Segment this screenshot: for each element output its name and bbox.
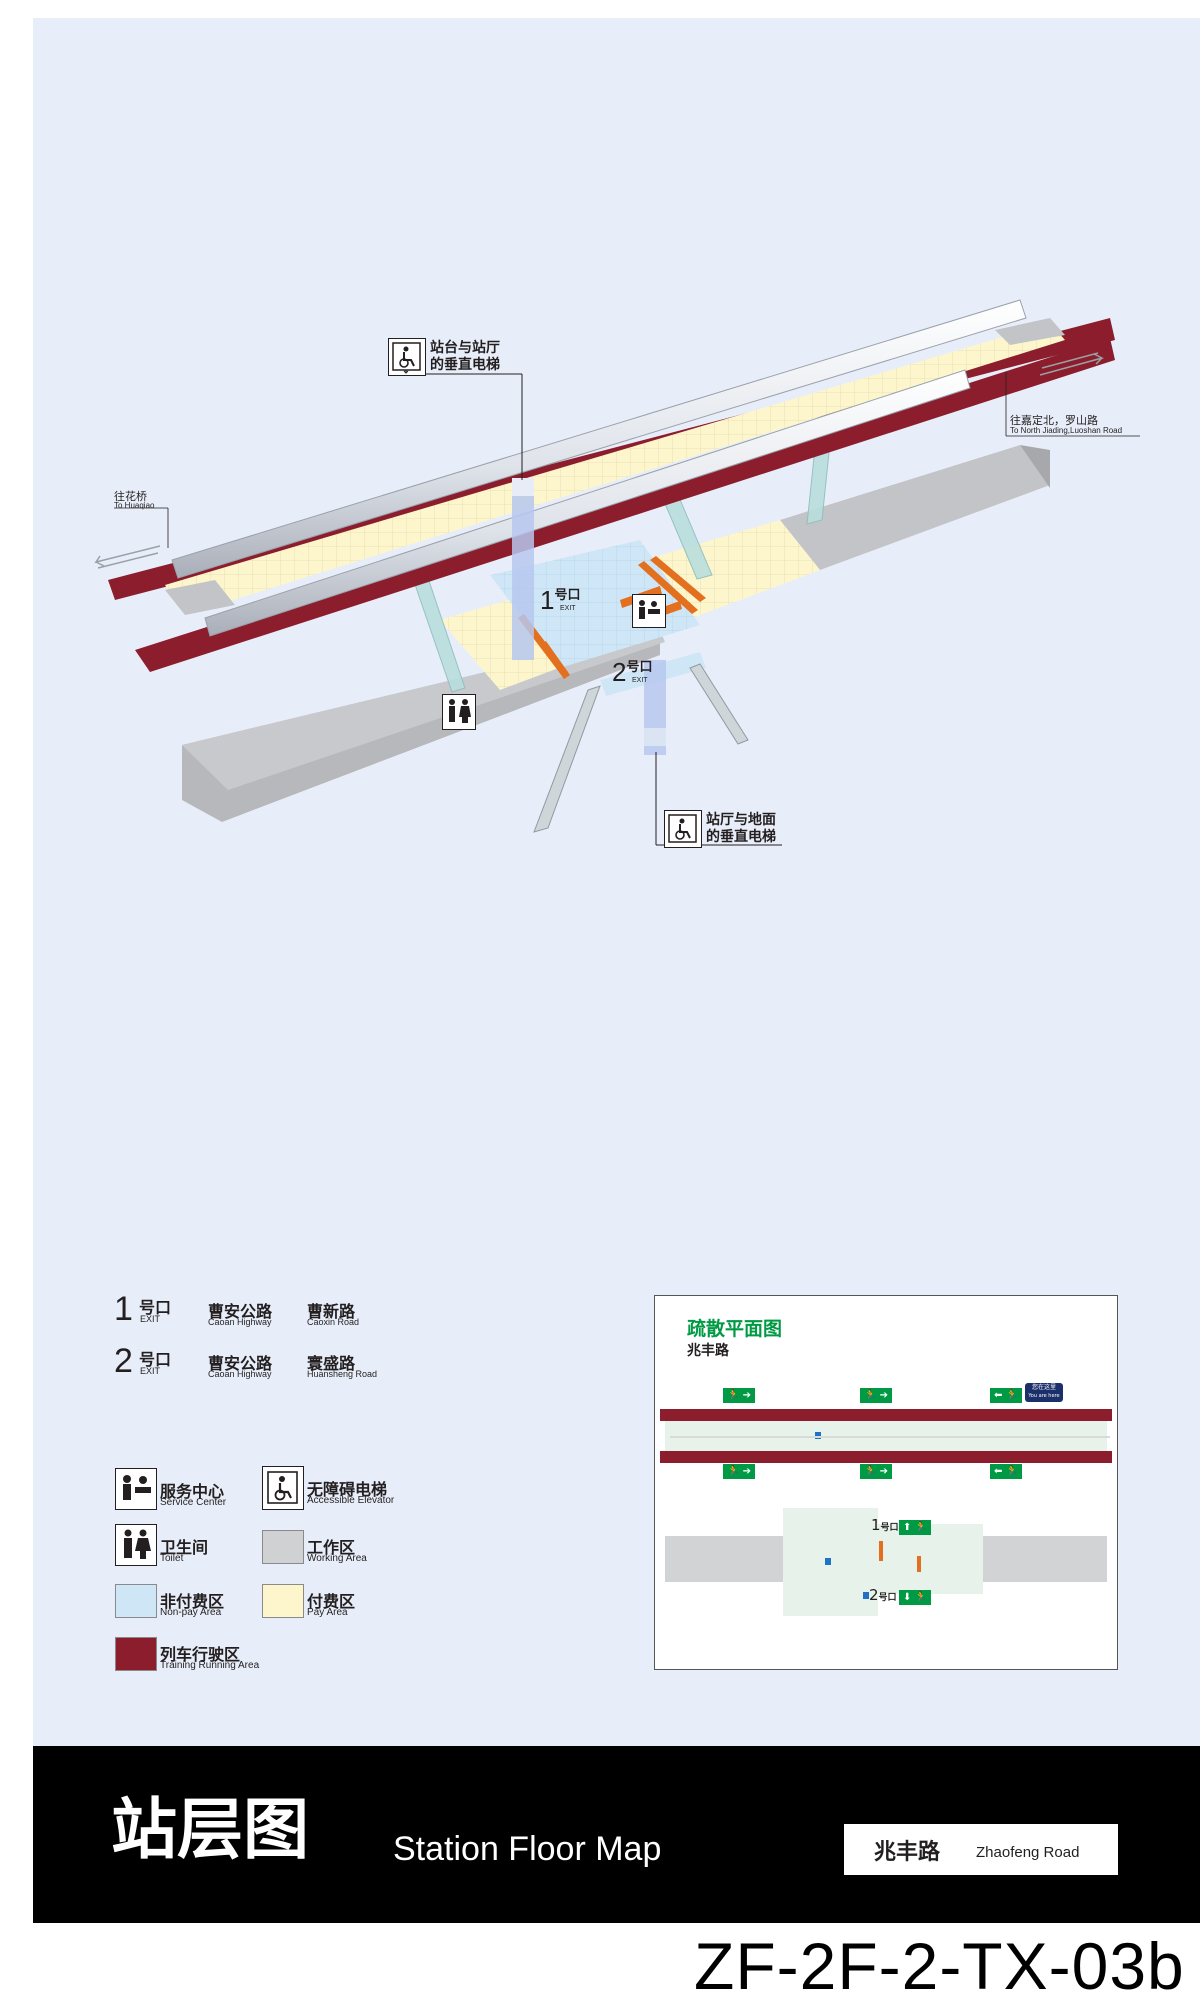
- callout-ground-line2: 的垂直电梯: [706, 829, 776, 845]
- legend-elevator-en: Accessible Elevator: [307, 1495, 395, 1506]
- legend-working-en: Working Area: [307, 1553, 367, 1564]
- exit-sign-icon: ⬅ 🏃: [990, 1388, 1022, 1403]
- exit-sign-icon: ⬇ 🏃: [899, 1590, 931, 1605]
- evac-title: 疏散平面图: [687, 1318, 783, 1340]
- callout-ground-line1: 站厅与地面: [706, 812, 776, 828]
- legend-working-cn: 工作区: [307, 1538, 356, 1557]
- toilet-icon: [115, 1524, 157, 1566]
- exit-1-road1-en: Caoan Highway: [208, 1317, 272, 1327]
- exit-2-label: 2号口 EXIT: [612, 657, 653, 687]
- legend-running-en: Training Running Area: [160, 1660, 260, 1671]
- train-upper: [171, 299, 1027, 579]
- concourse-working-area-right: [780, 445, 1050, 570]
- direction-right-en: To North Jiading,Luoshan Road: [1010, 426, 1123, 435]
- platform-pay-area: [165, 323, 1065, 615]
- station-name-box: 兆丰路 Zhaofeng Road: [844, 1824, 1118, 1875]
- legend-nonpay-en: Non-pay Area: [160, 1607, 222, 1618]
- footer-title-en: Station Floor Map: [393, 1830, 662, 1868]
- station-name-cn: 兆丰路: [874, 1840, 941, 1865]
- exit-1-road2-cn: 曹新路: [307, 1302, 356, 1321]
- track-lower: [135, 338, 1115, 672]
- exit-2-road2-en: Huansheng Road: [307, 1369, 378, 1379]
- elevator-shaft-ground: [644, 660, 666, 755]
- escalators-concourse: [518, 556, 706, 679]
- platform-working-left: [165, 580, 235, 615]
- exit-2-entry: 2 号口 EXIT: [114, 1342, 172, 1380]
- service-center-icon: [632, 594, 666, 628]
- legend-service-cn: 服务中心: [160, 1482, 225, 1501]
- legend-nonpay-cn: 非付费区: [160, 1592, 225, 1611]
- legend-running-swatch: [115, 1637, 157, 1671]
- exit-2-road1-en: Caoan Highway: [208, 1369, 272, 1379]
- evac-station: 兆丰路: [687, 1343, 729, 1359]
- callout-platform-line2: 的垂直电梯: [430, 357, 500, 373]
- legend-pay-swatch: [262, 1584, 304, 1618]
- accessible-elevator-icon: [664, 810, 702, 848]
- legend-pay-cn: 付费区: [307, 1592, 356, 1611]
- footer-bar: 站层图 Station Floor Map: [33, 1746, 1200, 1923]
- legend-toilet-cn: 卫生间: [160, 1538, 209, 1557]
- legend-running-cn: 列车行驶区: [160, 1645, 241, 1664]
- legend-elevator-cn: 无障碍电梯: [307, 1480, 388, 1499]
- map-code: ZF-2F-2-TX-03b: [694, 1929, 1185, 2003]
- evac-exit-1-label: 1号口: [871, 1516, 899, 1534]
- exit-1-road1-cn: 曹安公路: [208, 1302, 273, 1321]
- legend-nonpay-swatch: [115, 1584, 157, 1618]
- footer-title-cn: 站层图: [111, 1791, 309, 1868]
- evac-exit-2-label: 2号口: [869, 1586, 897, 1604]
- exit-2-road1-cn: 曹安公路: [208, 1354, 273, 1373]
- exit-sign-icon: 🏃 ➔: [723, 1388, 755, 1403]
- station-name-en: Zhaofeng Road: [976, 1844, 1080, 1861]
- elevator-shaft-platform: [512, 478, 534, 660]
- legend-pay-en: Pay Area: [307, 1607, 348, 1618]
- toilet-icon: [442, 694, 476, 730]
- accessible-elevator-icon: [388, 338, 426, 376]
- evac-plan-drawing: [660, 1409, 1112, 1616]
- train-lower: [204, 369, 971, 637]
- exit-sign-icon: ⬆ 🏃: [899, 1520, 931, 1535]
- direction-left-en: To Huaqiao: [114, 501, 155, 510]
- direction-arrow-right: [1039, 352, 1105, 376]
- exit-1-road2-en: Caoxin Road: [307, 1317, 360, 1327]
- direction-right-cn: 往嘉定北，罗山路: [1010, 414, 1098, 427]
- legend-working-swatch: [262, 1530, 304, 1564]
- concourse-working-area-left: [182, 630, 665, 822]
- platform-working-right: [995, 318, 1065, 345]
- exit-1-label: 1号口 EXIT: [540, 585, 581, 615]
- legend-service-en: Service Center: [160, 1497, 227, 1508]
- exit-sign-icon: 🏃 ➔: [860, 1464, 892, 1479]
- direction-left-cn: 往花桥: [114, 490, 147, 503]
- exit-2-road2-cn: 寰盛路: [307, 1354, 356, 1373]
- exit-sign-icon: 🏃 ➔: [860, 1388, 892, 1403]
- station-3d-diagram: [94, 299, 1140, 846]
- exit-sign-icon: ⬅ 🏃: [990, 1464, 1022, 1479]
- exit-sign-icon: 🏃 ➔: [723, 1464, 755, 1479]
- legend-toilet-en: Toilet: [160, 1553, 184, 1564]
- accessible-elevator-icon: [262, 1466, 304, 1510]
- service-center-icon: [115, 1468, 157, 1510]
- stair-to-ground: [533, 663, 749, 833]
- exit-1-entry: 1 号口 EXIT: [114, 1290, 172, 1328]
- direction-arrow-left: [94, 545, 161, 569]
- callout-platform-line1: 站台与站厅: [430, 340, 500, 356]
